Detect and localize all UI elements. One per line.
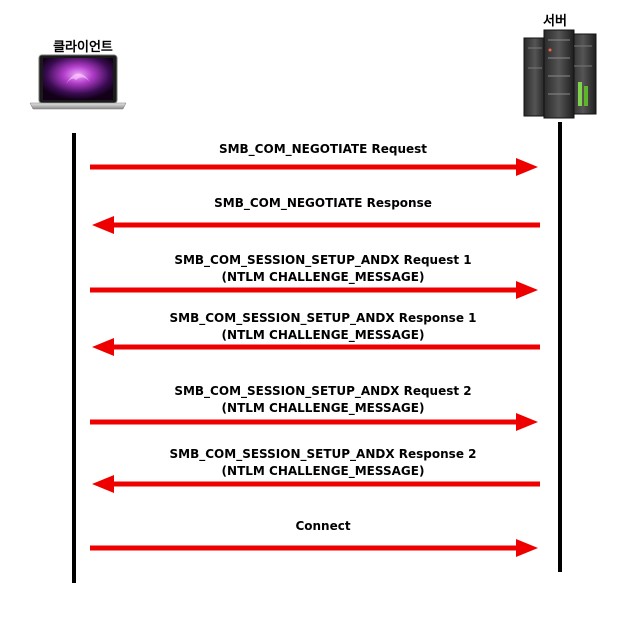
- message-label: SMB_COM_SESSION_SETUP_ANDX Response 1 (N…: [90, 310, 556, 344]
- message-label-line1: SMB_COM_NEGOTIATE Response: [214, 196, 432, 210]
- arrow-left: [92, 475, 540, 493]
- message-label-line1: Connect: [295, 519, 351, 533]
- message-label-line2: (NTLM CHALLENGE_MESSAGE): [221, 328, 425, 342]
- server-label: 서버: [543, 14, 567, 29]
- message-label-line2: (NTLM CHALLENGE_MESSAGE): [221, 464, 425, 478]
- arrow-left: [92, 338, 540, 356]
- message-label: SMB_COM_SESSION_SETUP_ANDX Request 1 (NT…: [90, 252, 556, 286]
- message-label-line1: SMB_COM_SESSION_SETUP_ANDX Request 2: [174, 384, 472, 398]
- client-label: 클라이언트: [53, 40, 113, 55]
- message-label-line1: SMB_COM_NEGOTIATE Request: [218, 142, 428, 156]
- message-label-line2: (NTLM CHALLENGE_MESSAGE): [221, 401, 425, 415]
- server-lifeline: [558, 122, 562, 572]
- arrow-right: [90, 539, 538, 557]
- message-label-line2: (NTLM CHALLENGE_MESSAGE): [221, 270, 425, 284]
- message-label: SMB_COM_NEGOTIATE Response: [90, 195, 556, 212]
- server-rack-icon: [523, 29, 597, 119]
- laptop-icon: [29, 54, 127, 110]
- message-label: SMB_COM_SESSION_SETUP_ANDX Request 2 (NT…: [90, 383, 556, 417]
- message-label-line1: SMB_COM_SESSION_SETUP_ANDX Response 1: [169, 311, 477, 325]
- client-lifeline: [72, 133, 76, 583]
- arrow-right: [90, 281, 538, 299]
- message-label: SMB_COM_NEGOTIATE Request: [90, 141, 556, 158]
- message-label: Connect: [90, 518, 556, 535]
- message-label-line1: SMB_COM_SESSION_SETUP_ANDX Request 1: [174, 253, 472, 267]
- message-label-line1: SMB_COM_SESSION_SETUP_ANDX Response 2: [169, 447, 477, 461]
- arrow-right: [90, 158, 538, 176]
- message-label: SMB_COM_SESSION_SETUP_ANDX Response 2 (N…: [90, 446, 556, 480]
- arrow-right: [90, 413, 538, 431]
- arrow-left: [92, 216, 540, 234]
